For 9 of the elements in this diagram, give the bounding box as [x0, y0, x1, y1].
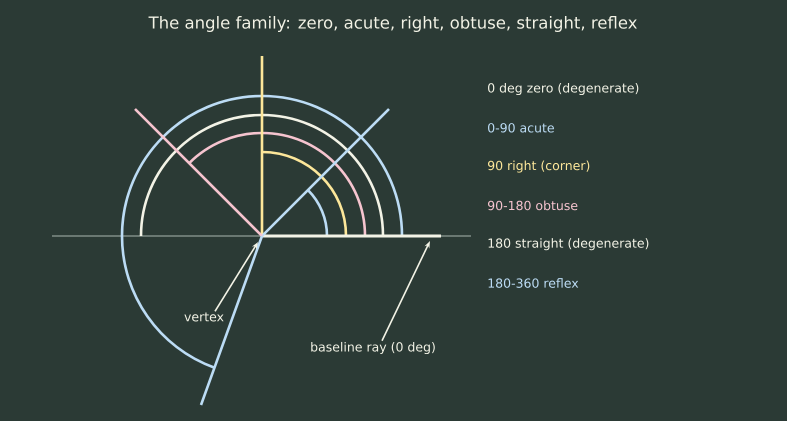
angle-label: 90-180 obtuse — [488, 200, 578, 210]
angle-label: 0-90 acute — [488, 123, 554, 133]
angle-label: 180 straight (degenerate) — [488, 238, 648, 250]
angle-label: 180-360 reflex — [488, 278, 578, 288]
angle-label: 90 right (corner) — [488, 160, 590, 173]
title: The angle family: zero, acute, right, obtuse, straight, reflex — [148, 16, 637, 32]
callout-text: vertex — [184, 312, 224, 322]
callout-text: baseline ray (0 deg) — [311, 342, 435, 354]
angle-label: 0 deg zero (degenerate) — [488, 82, 638, 96]
